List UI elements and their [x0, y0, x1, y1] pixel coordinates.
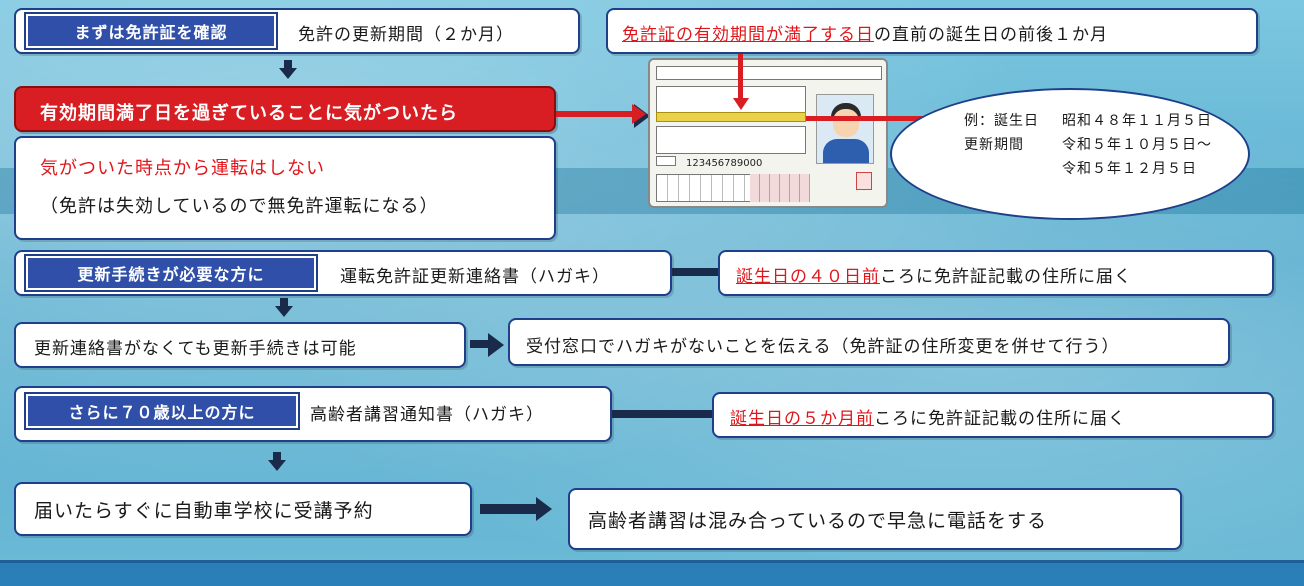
background-bottom-border [0, 560, 1304, 586]
example-period-label: 更新期間 [964, 137, 1024, 153]
counter-note-box [508, 318, 1230, 366]
overdue-to-card-arrow [556, 104, 650, 128]
expiry-note: 免許証の有効期間が満了する日の直前の誕生日の前後１か月 [622, 20, 1108, 45]
card-to-example-line [806, 116, 936, 121]
no-notice-arrow [470, 333, 504, 357]
renewal-arrival-note: 誕生日の４０日前ころに免許証記載の住所に届く [736, 262, 1132, 287]
overdue-banner-text: 有効期間満了日を過ぎていることに気がついたら [40, 103, 458, 124]
section3-tag: さらに７０歳以上の方に [26, 394, 298, 428]
renewal-notice-label: 運転免許証更新連絡書（ハガキ） [340, 267, 610, 287]
card-expiry-field [656, 112, 806, 122]
card-pointer-head [733, 98, 749, 110]
no-notice-box [14, 322, 466, 368]
section2-tag: 更新手続きが必要な方に [26, 256, 316, 290]
person-body [823, 139, 869, 163]
senior-connector [612, 410, 712, 418]
no-notice-text: 更新連絡書がなくても更新手続きは可能 [34, 339, 357, 359]
card-type-grid [750, 174, 810, 202]
card-seal [856, 172, 872, 190]
license-card-illustration: 123456789000 [648, 58, 888, 208]
expiry-note-box [606, 8, 1258, 54]
crowded-note-text: 高齢者講習は混み合っているので早急に電話をする [588, 510, 1048, 532]
notice-connector [672, 268, 718, 276]
invalid-license-note: （免許は失効しているので無免許運転になる） [40, 196, 439, 217]
example-period-to: 令和５年１２月５日 [1062, 161, 1197, 177]
example-birthday-label: 例：誕生日 [964, 113, 1039, 129]
card-pointer-line [738, 54, 743, 102]
renewal-arrival-rest: ころに免許証記載の住所に届く [880, 267, 1132, 287]
stop-driving-box [14, 136, 556, 240]
card-badge [656, 156, 676, 166]
senior-arrival-rest: ころに免許証記載の住所に届く [874, 409, 1126, 429]
person-face [833, 109, 859, 137]
renewal-arrival-box [718, 250, 1274, 296]
senior-notice-label: 高齢者講習通知書（ハガキ） [310, 405, 544, 425]
reserve-box [14, 482, 472, 536]
section1-tag: まずは免許証を確認 [26, 14, 276, 48]
example-ellipse [890, 88, 1250, 220]
card-number: 123456789000 [686, 158, 763, 169]
senior-arrival-note: 誕生日の５か月前ころに免許証記載の住所に届く [730, 404, 1126, 429]
down-arrow-2 [275, 298, 293, 317]
card-top-strip [656, 66, 882, 80]
card-info-field [656, 126, 806, 154]
overdue-arrow-head [632, 104, 646, 124]
counter-note-text: 受付窓口でハガキがないことを伝える（免許証の住所変更を併せて行う） [526, 337, 1120, 357]
expiry-note-highlight: 免許証の有効期間が満了する日 [622, 25, 874, 45]
renewal-period-label: 免許の更新期間（２か月） [298, 25, 514, 45]
reserve-text: 届いたらすぐに自動車学校に受講予約 [34, 500, 374, 522]
crowded-note-box [568, 488, 1182, 550]
expiry-note-rest: の直前の誕生日の前後１か月 [874, 25, 1108, 45]
example-period-from: 令和５年１０月５日～ [1062, 137, 1212, 153]
stop-driving-text: 気がついた時点から運転はしない [40, 158, 325, 179]
down-arrow-3 [268, 452, 286, 471]
renewal-arrival-highlight: 誕生日の４０日前 [736, 267, 880, 287]
overdue-banner: 有効期間満了日を過ぎていることに気がついたら [14, 86, 556, 132]
card-photo [816, 94, 874, 164]
down-arrow-1 [279, 60, 297, 79]
senior-arrival-box [712, 392, 1274, 438]
card-address-field [656, 86, 806, 116]
senior-arrival-highlight: 誕生日の５か月前 [730, 409, 874, 429]
reserve-arrow [480, 497, 552, 521]
example-birthday-value: 昭和４８年１１月５日 [1062, 113, 1212, 129]
